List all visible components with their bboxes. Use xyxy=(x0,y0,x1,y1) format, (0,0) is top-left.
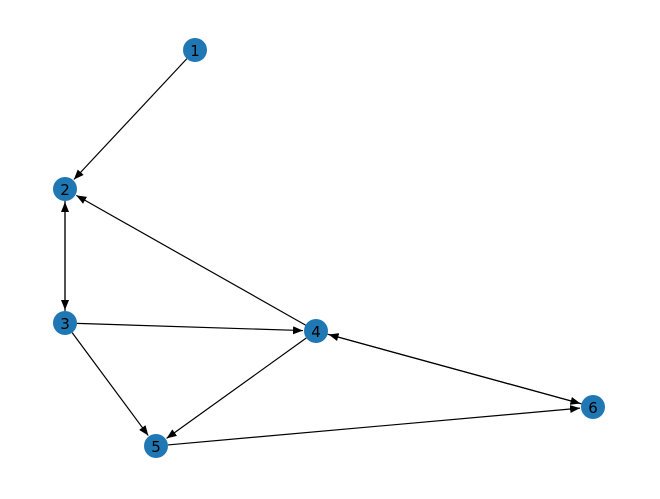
node-label-6: 6 xyxy=(588,399,598,417)
node-circle-3 xyxy=(53,311,77,335)
node-circle-2 xyxy=(53,177,77,201)
node-6: 6 xyxy=(581,395,605,419)
node-label-5: 5 xyxy=(151,438,161,456)
node-circle-6 xyxy=(581,395,605,419)
edge-1-to-2 xyxy=(73,58,188,180)
node-label-1: 1 xyxy=(190,42,200,60)
edge-4-to-2 xyxy=(76,194,306,326)
edge-4-to-5 xyxy=(166,337,307,439)
edge-3-to-5 xyxy=(71,332,149,436)
edge-5-to-6 xyxy=(167,405,581,446)
node-2: 2 xyxy=(53,177,77,201)
node-label-2: 2 xyxy=(60,181,70,199)
edges-layer xyxy=(61,58,582,446)
node-4: 4 xyxy=(304,319,328,343)
node-circle-4 xyxy=(304,319,328,343)
nodes-layer: 1 2 3 4 5 6 xyxy=(53,38,605,458)
node-label-3: 3 xyxy=(60,315,70,333)
node-1: 1 xyxy=(183,38,207,62)
edge-6-to-4 xyxy=(328,333,582,405)
node-circle-5 xyxy=(144,434,168,458)
edge-3-to-4 xyxy=(76,322,304,335)
node-5: 5 xyxy=(144,434,168,458)
node-circle-1 xyxy=(183,38,207,62)
node-3: 3 xyxy=(53,311,77,335)
node-label-4: 4 xyxy=(311,323,321,341)
